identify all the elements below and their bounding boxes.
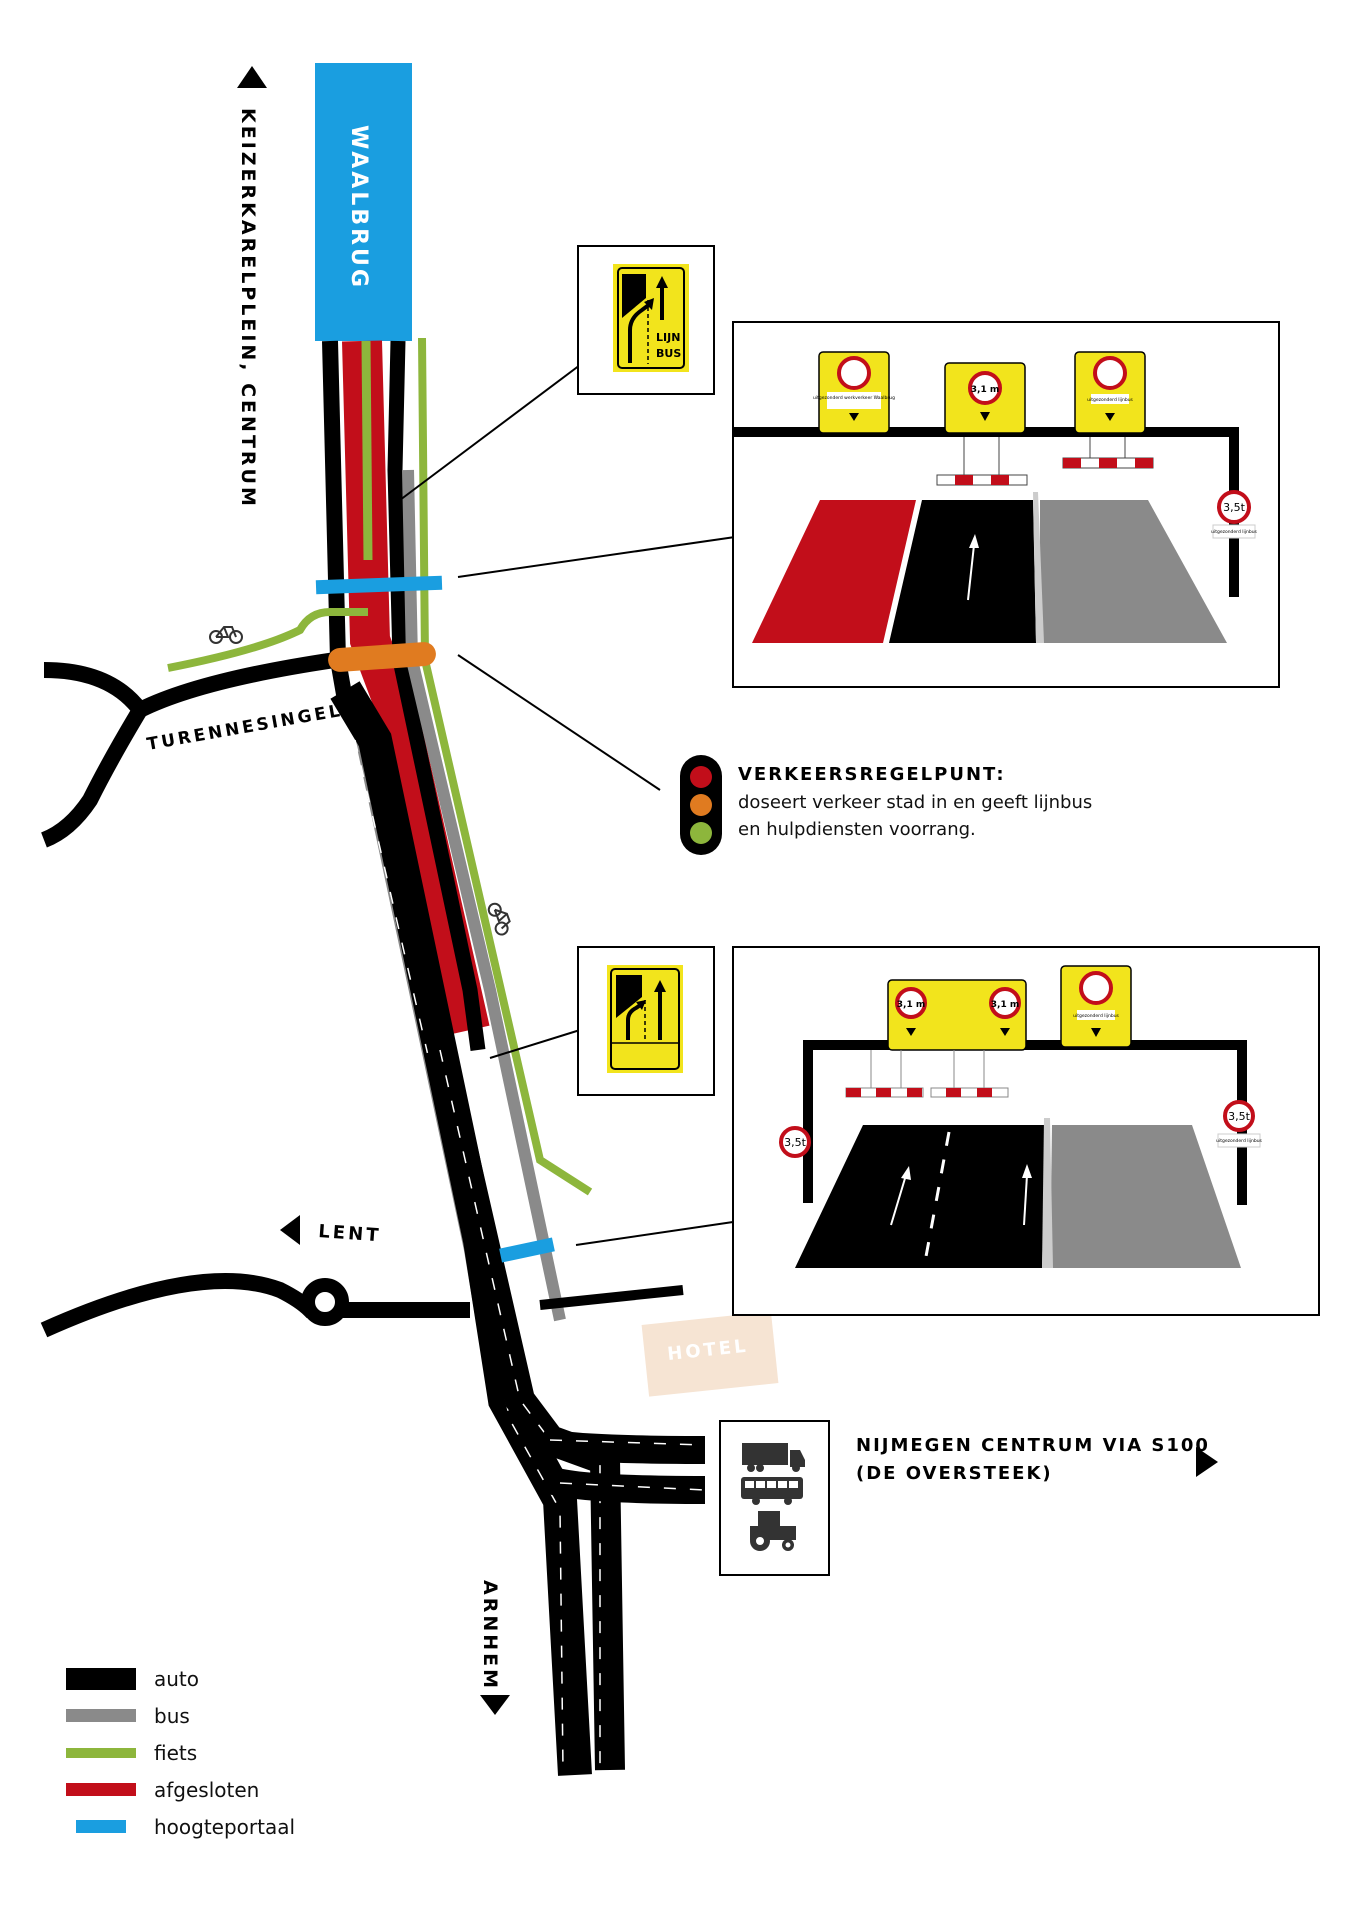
turennesingel-road: [43, 652, 337, 721]
median-barrier: [1033, 492, 1044, 643]
svg-text:uitgezonderd lijnbus: uitgezonderd lijnbus: [1087, 397, 1133, 403]
north-arrow-icon: [237, 66, 267, 88]
lane-sign-1-box: LIJN BUS: [577, 245, 715, 395]
portal-1-box: uitgezonderd werkverkeer Waalbrug 3,1 m …: [732, 321, 1280, 688]
callout-line: [457, 536, 736, 578]
traffic-light-description-1: doseert verkeer stad in en geeft lijnbus: [738, 792, 1093, 813]
callout-line: [399, 364, 581, 501]
bus-icon: [741, 1477, 803, 1505]
svg-text:3,5t: 3,5t: [1223, 501, 1245, 514]
legend-label: fiets: [154, 1740, 198, 1765]
truck-icon: [742, 1443, 805, 1472]
west-arrow-icon: [280, 1215, 300, 1245]
callout-line: [457, 654, 661, 791]
svg-text:3,1 m: 3,1 m: [897, 1000, 925, 1010]
lent-label: LENT: [318, 1221, 382, 1246]
portal-2-box: 3,1 m 3,1 m uitgezonderd lijnbus 3,5t: [732, 946, 1320, 1316]
tractor-icon: [750, 1511, 796, 1551]
legend-item-fiets: fiets: [66, 1734, 295, 1771]
legend-label: bus: [154, 1703, 190, 1728]
legend-label: hoogteportaal: [154, 1814, 296, 1839]
svg-text:uitgezonderd lijnbus: uitgezonderd lijnbus: [1216, 1138, 1262, 1144]
legend-swatch-afgesloten: [66, 1783, 136, 1796]
pole-sign-weight-right: 3,5t uitgezonderd lijnbus: [1216, 1100, 1263, 1148]
east-destination: NIJMEGEN CENTRUM VIA S100 (DE OVERSTEEK): [856, 1432, 1216, 1488]
hotel-block: [641, 1311, 779, 1397]
sign-height-limit-double: 3,1 m 3,1 m: [887, 979, 1027, 1051]
lane-auto-double: [795, 1125, 1046, 1268]
sign-height-limit: 3,1 m: [944, 362, 1026, 434]
map-legend: auto bus fiets afgesloten hoogteportaal: [66, 1660, 295, 1845]
vehicle-restriction-box: [719, 1420, 830, 1576]
legend-item-auto: auto: [66, 1660, 295, 1697]
pole-sign-weight-limit: 3,5t uitgezonderd lijnbus: [1211, 490, 1258, 539]
height-barrier: [1062, 437, 1154, 469]
traffic-light-explanation: VERKEERSREGELPUNT: doseert verkeer stad …: [738, 764, 1138, 843]
legend-swatch-auto: [66, 1667, 136, 1690]
traffic-light-description-2: en hulpdiensten voorrang.: [738, 819, 976, 840]
legend-item-afgesloten: afgesloten: [66, 1771, 295, 1808]
svg-text:LIJN: LIJN: [656, 331, 680, 344]
sign-closed-except-bus: uitgezonderd lijnbus: [1060, 965, 1132, 1048]
east-arrow-icon: [1196, 1447, 1218, 1477]
svg-text:uitgezonderd werkverkeer Waalb: uitgezonderd werkverkeer Waalbrug: [813, 395, 895, 401]
sign-closed-except-works: uitgezonderd werkverkeer Waalbrug: [813, 351, 895, 434]
lane-sign-2-box: [577, 946, 715, 1096]
svg-text:3,5t: 3,5t: [1228, 1110, 1250, 1123]
callout-line: [489, 1029, 581, 1059]
waalbrug-bridge: [315, 63, 412, 341]
svg-text:3,1 m: 3,1 m: [991, 1000, 1019, 1010]
east-road: [539, 1285, 684, 1310]
legend-swatch-hoogteportaal: [76, 1820, 126, 1833]
bicycle-icon: [487, 902, 511, 936]
traffic-light-icon: [680, 755, 722, 855]
svg-text:uitgezonderd lijnbus: uitgezonderd lijnbus: [1073, 1013, 1119, 1019]
svg-text:3,1 m: 3,1 m: [971, 385, 999, 395]
legend-item-hoogteportaal: hoogteportaal: [66, 1808, 295, 1845]
traffic-control-point: [328, 642, 436, 672]
turennesingel-branch: [40, 705, 147, 848]
lent-roundabout: [301, 1278, 349, 1326]
east-destination-line2: (DE OVERSTEEK): [856, 1463, 1053, 1484]
height-barrier: [936, 437, 1028, 486]
lane-auto: [889, 500, 1036, 643]
legend-label: afgesloten: [154, 1777, 260, 1802]
waalbrug-label: WAALBRUG: [346, 125, 371, 290]
legend-label: auto: [154, 1666, 200, 1691]
east-destination-line1: NIJMEGEN CENTRUM VIA S100: [856, 1435, 1210, 1456]
bike-path-west: [167, 608, 368, 672]
turennesingel-label: TURENNESINGEL: [145, 701, 344, 755]
svg-text:uitgezonderd lijnbus: uitgezonderd lijnbus: [1211, 529, 1257, 535]
road-corridor-south: [330, 681, 706, 1776]
north-destination-label: KEIZERKARELPLEIN, CENTRUM: [237, 108, 259, 509]
height-barrier: [845, 1050, 1009, 1098]
traffic-light-title: VERKEERSREGELPUNT:: [738, 764, 1006, 785]
south-arrow-icon: [480, 1695, 510, 1715]
height-portal-south: [499, 1237, 555, 1263]
legend-swatch-bus: [66, 1709, 136, 1722]
height-portal-north: [315, 575, 443, 595]
lane-bus: [1050, 1125, 1241, 1268]
lane-closed: [752, 500, 916, 643]
legend-item-bus: bus: [66, 1697, 295, 1734]
svg-text:BUS: BUS: [656, 347, 681, 360]
median-barrier: [1042, 1118, 1053, 1268]
svg-text:3,5t: 3,5t: [784, 1136, 806, 1149]
legend-swatch-fiets: [66, 1747, 136, 1758]
lent-road: [40, 1273, 470, 1338]
lane-bus: [1040, 500, 1227, 643]
pole-sign-weight-left: 3,5t: [779, 1126, 811, 1158]
bicycle-icon: [209, 626, 243, 644]
sign-closed-except-bus: uitgezonderd lijnbus: [1074, 351, 1146, 434]
callout-line: [575, 1221, 734, 1246]
arnhem-label: ARNHEM: [479, 1580, 501, 1691]
